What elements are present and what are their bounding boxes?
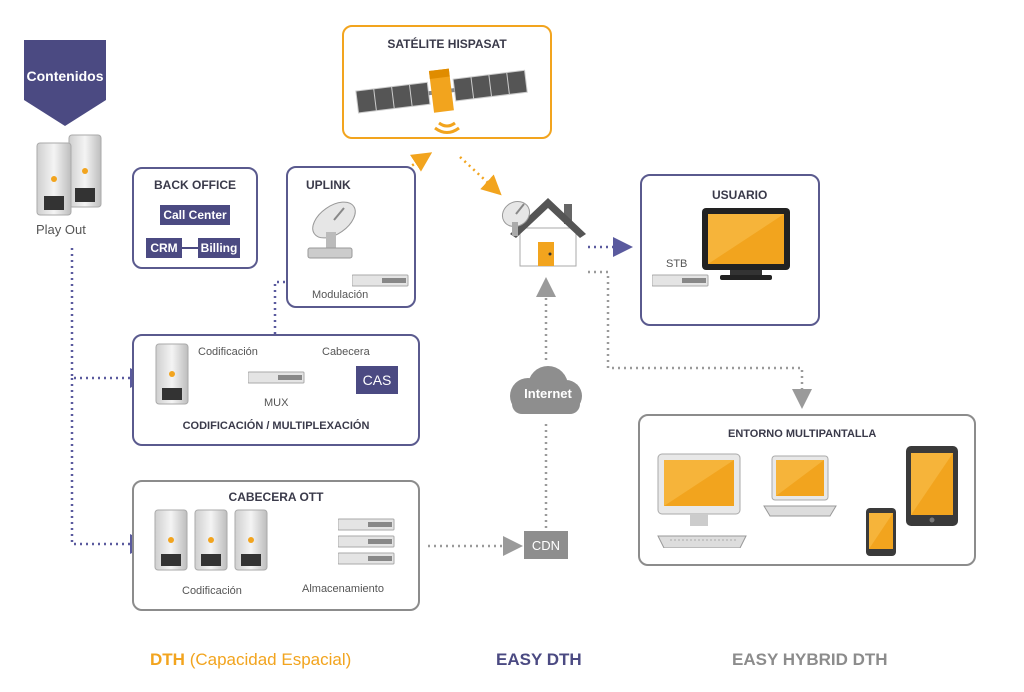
codif-mux-title: CODIFICACIÓN / MULTIPLEXACIÓN [182,420,370,432]
footer-easy-hybrid: EASY HYBRID DTH [732,650,888,669]
modulacion-label: Modulación [312,289,369,301]
contenidos-banner [24,40,106,126]
footer-dth: DTH (Capacidad Espacial) [150,650,351,670]
codif-server-icon [155,343,189,405]
internet-label: Internet [524,386,572,401]
uplink-dish-icon [307,201,356,259]
footer-dth-bold: DTH [150,650,185,669]
ott-codif-label: Codificación [182,585,242,597]
footer-easy-dth: EASY DTH [496,650,582,669]
stb-label: STB [666,258,688,270]
cabecera-label: Cabecera [322,346,370,358]
playout-server-icon [36,134,102,216]
desktop-icon [657,453,747,548]
ott-title: CABECERA OTT [228,490,324,504]
satellite-title: SATÉLITE HISPASAT [387,37,507,51]
ott-servers-icon [154,509,268,571]
contenidos-label: Contenidos [26,68,104,84]
modulador-icon [352,274,409,287]
laptop-icon [763,455,837,517]
usuario-title: USUARIO [712,188,768,202]
playout-label: Play Out [36,222,86,237]
cdn-tag: CDN [524,531,568,559]
line-playout-codif [70,248,150,388]
cas-tag: CAS [356,366,398,394]
stb-icon [652,274,709,287]
phone-icon [866,508,896,556]
internet-cloud-icon [510,366,582,414]
line-house-multipantalla [588,270,812,409]
line-playout-ott [70,378,150,554]
mux-icon [248,371,305,384]
storage-icon [338,518,395,565]
multipantalla-title: ENTORNO MULTIPANTALLA [728,428,877,440]
billing-tag: Billing [198,238,240,258]
crm-billing-link [182,247,198,249]
tablet-icon [906,446,958,526]
crm-tag: CRM [146,238,182,258]
satellite-icon [355,68,528,134]
call-center-tag: Call Center [160,205,230,225]
uplink-title: UPLINK [306,178,351,192]
codif-label: Codificación [198,346,258,358]
tv-icon [702,208,790,280]
line-satellite-house [459,156,502,196]
footer-dth-rest: (Capacidad Espacial) [189,650,352,669]
almacenamiento-label: Almacenamiento [302,583,384,595]
back-office-title: BACK OFFICE [154,178,236,192]
house-icon [501,198,586,267]
mux-label: MUX [264,397,289,409]
